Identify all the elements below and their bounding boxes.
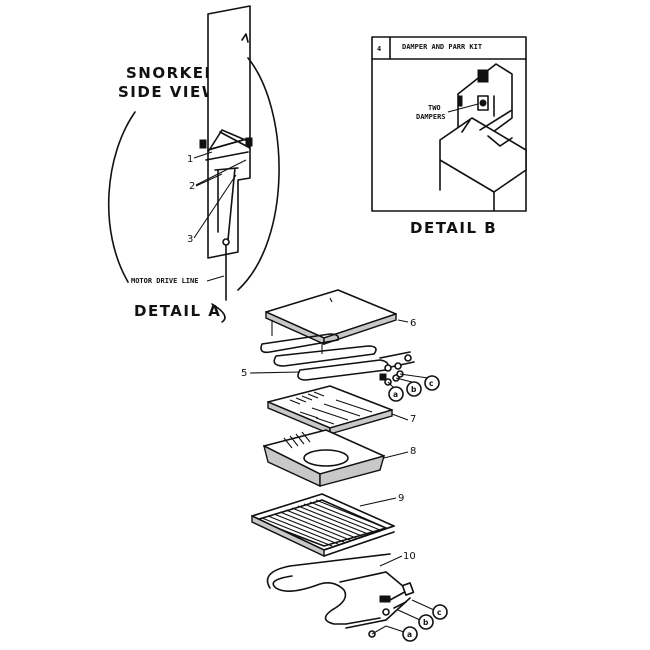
detail-b-box (371, 36, 527, 212)
part-10-element-top (289, 553, 391, 567)
snorkel-upper-panel (207, 5, 251, 151)
lower-letter-b: b (423, 618, 429, 627)
bracket-left (199, 139, 207, 149)
lower-letter-a: a (407, 630, 412, 639)
part-9-rack-bars (261, 499, 387, 547)
upper-hardware-b (406, 381, 422, 397)
exploded-view: 6 5 a b c (241, 289, 448, 642)
callout-6: 6 (410, 318, 416, 329)
part-10-element (272, 575, 381, 625)
detail-b-caption: DETAIL B (410, 219, 497, 237)
callout-10: 10 (403, 551, 416, 562)
part-7-slots (289, 391, 373, 425)
callout-8: 8 (410, 446, 416, 457)
detail-a-ellipse-left (107, 111, 136, 283)
damper-upper (477, 69, 489, 83)
callout-1: 1 (187, 154, 193, 165)
callout-9: 9 (398, 493, 404, 504)
callout-7: 7 (410, 414, 416, 425)
two-dampers-line1: TWO (428, 104, 441, 112)
part-6-top-plate (265, 289, 397, 339)
callout-5: 5 (241, 368, 247, 379)
detail-a: SNORKEL SIDE VIEW 1 2 3 MOTOR DRIVE LINE (107, 5, 280, 323)
lower-hardware-b (418, 614, 434, 630)
two-dampers-line2: DAMPERS (416, 113, 446, 121)
detail-a-title-line1: SNORKEL (126, 64, 216, 82)
lower-hardware-c (432, 604, 448, 620)
part-5-element-loop1 (260, 333, 340, 354)
detail-a-title-line2: SIDE VIEW (118, 83, 220, 101)
detail-b-box-number: 4 (377, 45, 381, 53)
lower-hardware-a (402, 626, 418, 642)
upper-letter-c: c (429, 379, 433, 388)
upper-letter-a: a (393, 390, 398, 399)
lower-letter-c: c (437, 608, 441, 617)
motor-drive-line-label: MOTOR DRIVE LINE (131, 277, 198, 285)
upper-hardware-a (388, 386, 404, 402)
detail-a-caption: DETAIL A (134, 302, 221, 320)
oven-top (439, 117, 527, 193)
detail-b-box-title: DAMPER AND PARR KIT (402, 43, 482, 51)
callout-3: 3 (187, 234, 193, 245)
detail-b: 4 DAMPER AND PARR KIT TWO DAMPERS DETAIL… (371, 36, 527, 237)
part-5-element-loop2 (273, 345, 377, 367)
detail-a-ellipse-right (237, 57, 280, 291)
upper-letter-b: b (411, 385, 417, 394)
bracket-right (245, 137, 253, 147)
snorkel-tab (241, 33, 249, 43)
callout-2: 2 (189, 181, 195, 192)
upper-hardware-c (424, 375, 440, 391)
